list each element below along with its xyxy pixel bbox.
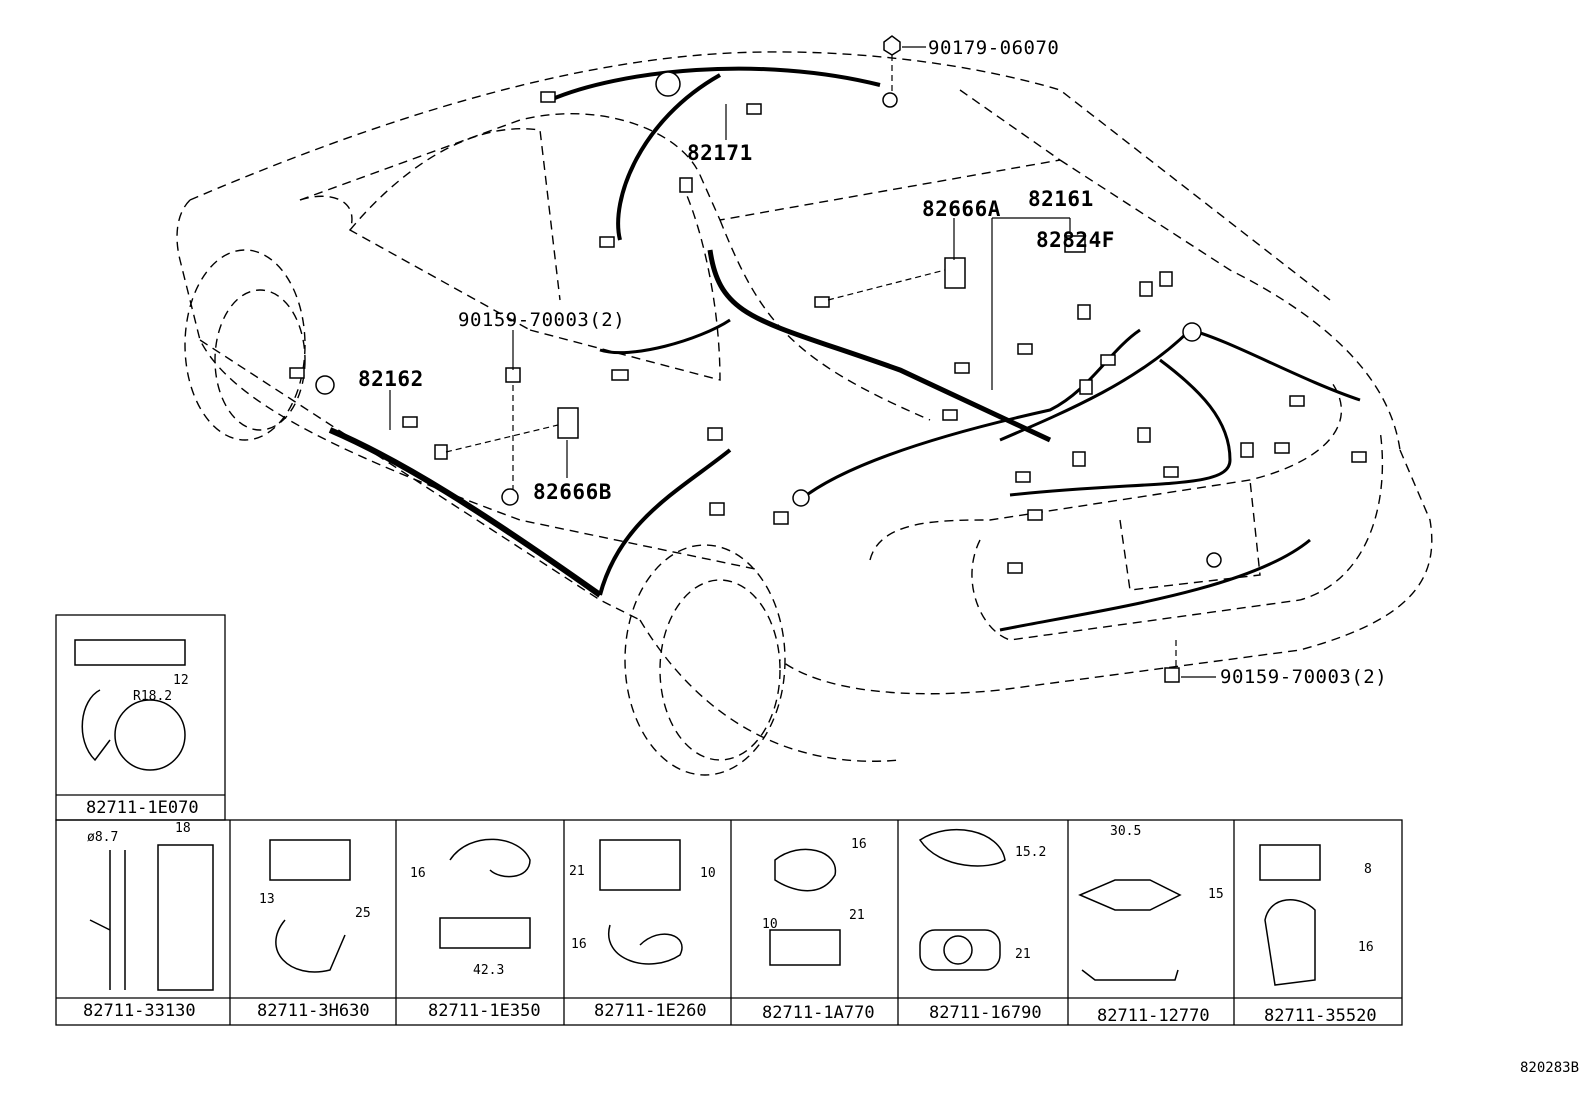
clip-part-number: 82711-35520: [1264, 1006, 1377, 1026]
dimension-label: 8: [1364, 862, 1372, 877]
connectors: [289, 35, 1367, 683]
label-harness-side: 82162: [358, 367, 424, 391]
dimension-label: 21: [1015, 947, 1031, 962]
dimension-label: 30.5: [1110, 824, 1142, 839]
dimension-label: 21: [569, 864, 585, 879]
clip-part-number: 82711-3H630: [257, 1001, 370, 1021]
dimension-label: 13: [259, 892, 275, 907]
dimension-label: 42.3: [473, 963, 505, 978]
dimension-label: 16: [851, 837, 867, 852]
clip-part-number: 82711-12770: [1097, 1006, 1210, 1026]
leader-lines: [389, 46, 1216, 678]
label-bolt-rear: 90159-70003(2): [1220, 666, 1388, 688]
clip-detail-table: [55, 614, 1403, 1026]
dimension-label: 16: [1358, 940, 1374, 955]
clip-part-number: 82711-1A770: [762, 1003, 875, 1023]
dimension-label: 18: [175, 821, 191, 836]
clip-part-number: 82711-1E260: [594, 1001, 707, 1021]
dimension-label: 16: [410, 866, 426, 881]
dimension-label: 10: [700, 866, 716, 881]
clip-part-number: 82711-1E070: [86, 798, 199, 818]
dimension-label: 15: [1208, 887, 1224, 902]
dimension-label: 10: [762, 917, 778, 932]
figure-reference: 820283B: [1520, 1060, 1580, 1076]
dimension-label: ø8.7: [87, 830, 119, 845]
dimension-label: 21: [849, 908, 865, 923]
dimension-label: 25: [355, 906, 371, 921]
dimension-label: 12: [173, 673, 189, 688]
car-body-outline: [176, 51, 1433, 776]
label-harness-floor: 82161: [1028, 187, 1094, 211]
label-harness-roof: 82171: [687, 141, 753, 165]
harness-wires: [328, 66, 1361, 632]
dimension-label: 16: [571, 937, 587, 952]
label-bolt-left: 90159-70003(2): [458, 309, 626, 331]
label-block-b: 82666B: [533, 480, 612, 504]
dimension-label: R18.2: [133, 689, 173, 704]
label-nut-top: 90179-06070: [928, 37, 1060, 59]
clip-part-number: 82711-16790: [929, 1003, 1042, 1023]
clip-sketches: [74, 639, 1321, 991]
label-relay: 82824F: [1036, 228, 1115, 252]
clip-part-number: 82711-33130: [83, 1001, 196, 1021]
label-block-a: 82666A: [922, 197, 1001, 221]
clip-part-number: 82711-1E350: [428, 1001, 541, 1021]
dimension-label: 15.2: [1015, 845, 1047, 860]
